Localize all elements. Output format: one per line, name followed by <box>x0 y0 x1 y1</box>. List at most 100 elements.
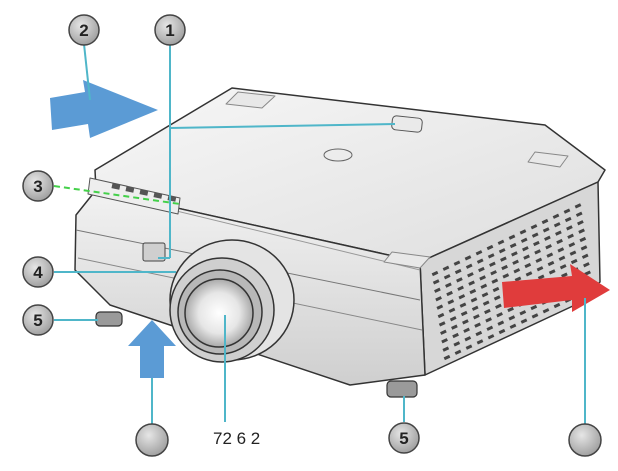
lens-assembly <box>169 239 295 363</box>
grille-slot <box>542 227 550 233</box>
grille-slot <box>511 251 518 257</box>
grille-slot <box>577 220 584 226</box>
grille-slot <box>513 268 521 274</box>
callout-3: 3 <box>22 170 54 202</box>
grille-slot <box>486 244 494 251</box>
callout-2-label: 2 <box>79 21 88 40</box>
grille-slot <box>442 265 450 271</box>
grille-slot <box>546 252 554 258</box>
keypad-panel <box>87 177 181 215</box>
grille-slot <box>500 256 507 262</box>
grille-slot <box>514 276 522 282</box>
grille-slot <box>478 266 485 273</box>
grille-slot <box>580 245 588 251</box>
grille-slot <box>438 321 446 327</box>
grille-slot <box>432 279 440 285</box>
ir-receiver-top <box>391 115 423 133</box>
grille-slot <box>578 228 585 234</box>
grille-slot <box>462 319 469 325</box>
grille-slot <box>467 272 474 278</box>
brand-logo-mark <box>323 148 353 162</box>
grille-slot <box>533 240 540 247</box>
ir-receiver-front <box>142 242 166 262</box>
grille-slot <box>448 307 456 313</box>
grille-slot <box>548 269 556 275</box>
leader-line-3 <box>53 185 181 205</box>
grille-slot <box>547 260 555 267</box>
callout-4: 4 <box>22 256 54 288</box>
grille-slot <box>480 283 488 289</box>
callout-5-left-label: 5 <box>33 311 42 330</box>
grille-slot <box>569 250 577 256</box>
grille-slot <box>443 354 451 361</box>
grille-slot <box>520 237 528 243</box>
grille-slot <box>482 300 490 306</box>
callout-7 <box>568 423 602 457</box>
grille-slot <box>519 310 527 316</box>
grille-slot <box>497 320 505 326</box>
grille-slot <box>579 236 587 243</box>
grille-slot <box>473 314 480 320</box>
grille-slot <box>454 268 462 275</box>
callout-4-label: 4 <box>33 263 43 282</box>
grille-slot <box>525 271 533 277</box>
callout-3-label: 3 <box>33 177 42 196</box>
callout-6 <box>135 423 169 457</box>
grille-slot <box>496 312 503 318</box>
grille-slot <box>491 278 499 284</box>
grille-slot <box>465 263 473 269</box>
grille-slot <box>446 290 453 297</box>
top-corner-recess-left <box>225 91 276 109</box>
grille-slot <box>453 260 461 266</box>
grille-slot <box>520 318 528 324</box>
grille-slot <box>568 242 576 248</box>
grille-slot <box>542 308 550 314</box>
grille-slot <box>486 325 494 331</box>
grille-slot <box>479 275 486 281</box>
adjustable-foot-left <box>95 311 123 327</box>
grille-slot <box>558 255 566 261</box>
grille-slot <box>487 253 495 259</box>
grille-slot <box>507 306 514 313</box>
grille-slot <box>442 346 450 352</box>
grille-slot <box>441 338 448 344</box>
grille-slot <box>451 324 458 330</box>
grille-slot <box>531 313 539 319</box>
grille-slot <box>443 274 451 280</box>
grille-slot <box>459 302 467 308</box>
grille-slot <box>537 274 545 280</box>
grille-slot <box>470 297 478 303</box>
grille-slot <box>458 294 466 300</box>
grille-slot <box>490 270 497 276</box>
grille-slot <box>501 264 508 271</box>
grille-slot <box>531 232 539 238</box>
grille-slot <box>485 317 492 323</box>
grille-slot <box>495 303 502 309</box>
lens <box>184 278 254 348</box>
grille-slot <box>519 229 527 235</box>
grille-slot <box>468 280 475 286</box>
callout-5-right-label: 5 <box>399 429 408 448</box>
keypad-button <box>111 183 121 190</box>
grille-slot <box>530 224 538 230</box>
grille-slot <box>471 305 479 311</box>
grille-slot <box>563 208 571 214</box>
grille-slot <box>524 262 532 269</box>
grille-slot <box>545 244 552 250</box>
lens-label-text: 72 6 2 <box>213 429 260 448</box>
grille-slot <box>530 304 538 311</box>
grille-slot <box>575 211 583 217</box>
callout-1: 1 <box>154 14 186 46</box>
grille-slot <box>464 255 472 261</box>
grille-slot <box>536 266 544 272</box>
grille-slot <box>449 316 457 322</box>
grille-slot <box>436 304 444 310</box>
grille-slot <box>541 218 549 225</box>
grille-slot <box>555 230 562 236</box>
grille-slot <box>523 254 530 260</box>
grille-slot <box>534 249 541 255</box>
grille-slot <box>557 247 565 253</box>
air-intake-arrow-top <box>50 80 158 138</box>
grille-slot <box>493 295 501 301</box>
